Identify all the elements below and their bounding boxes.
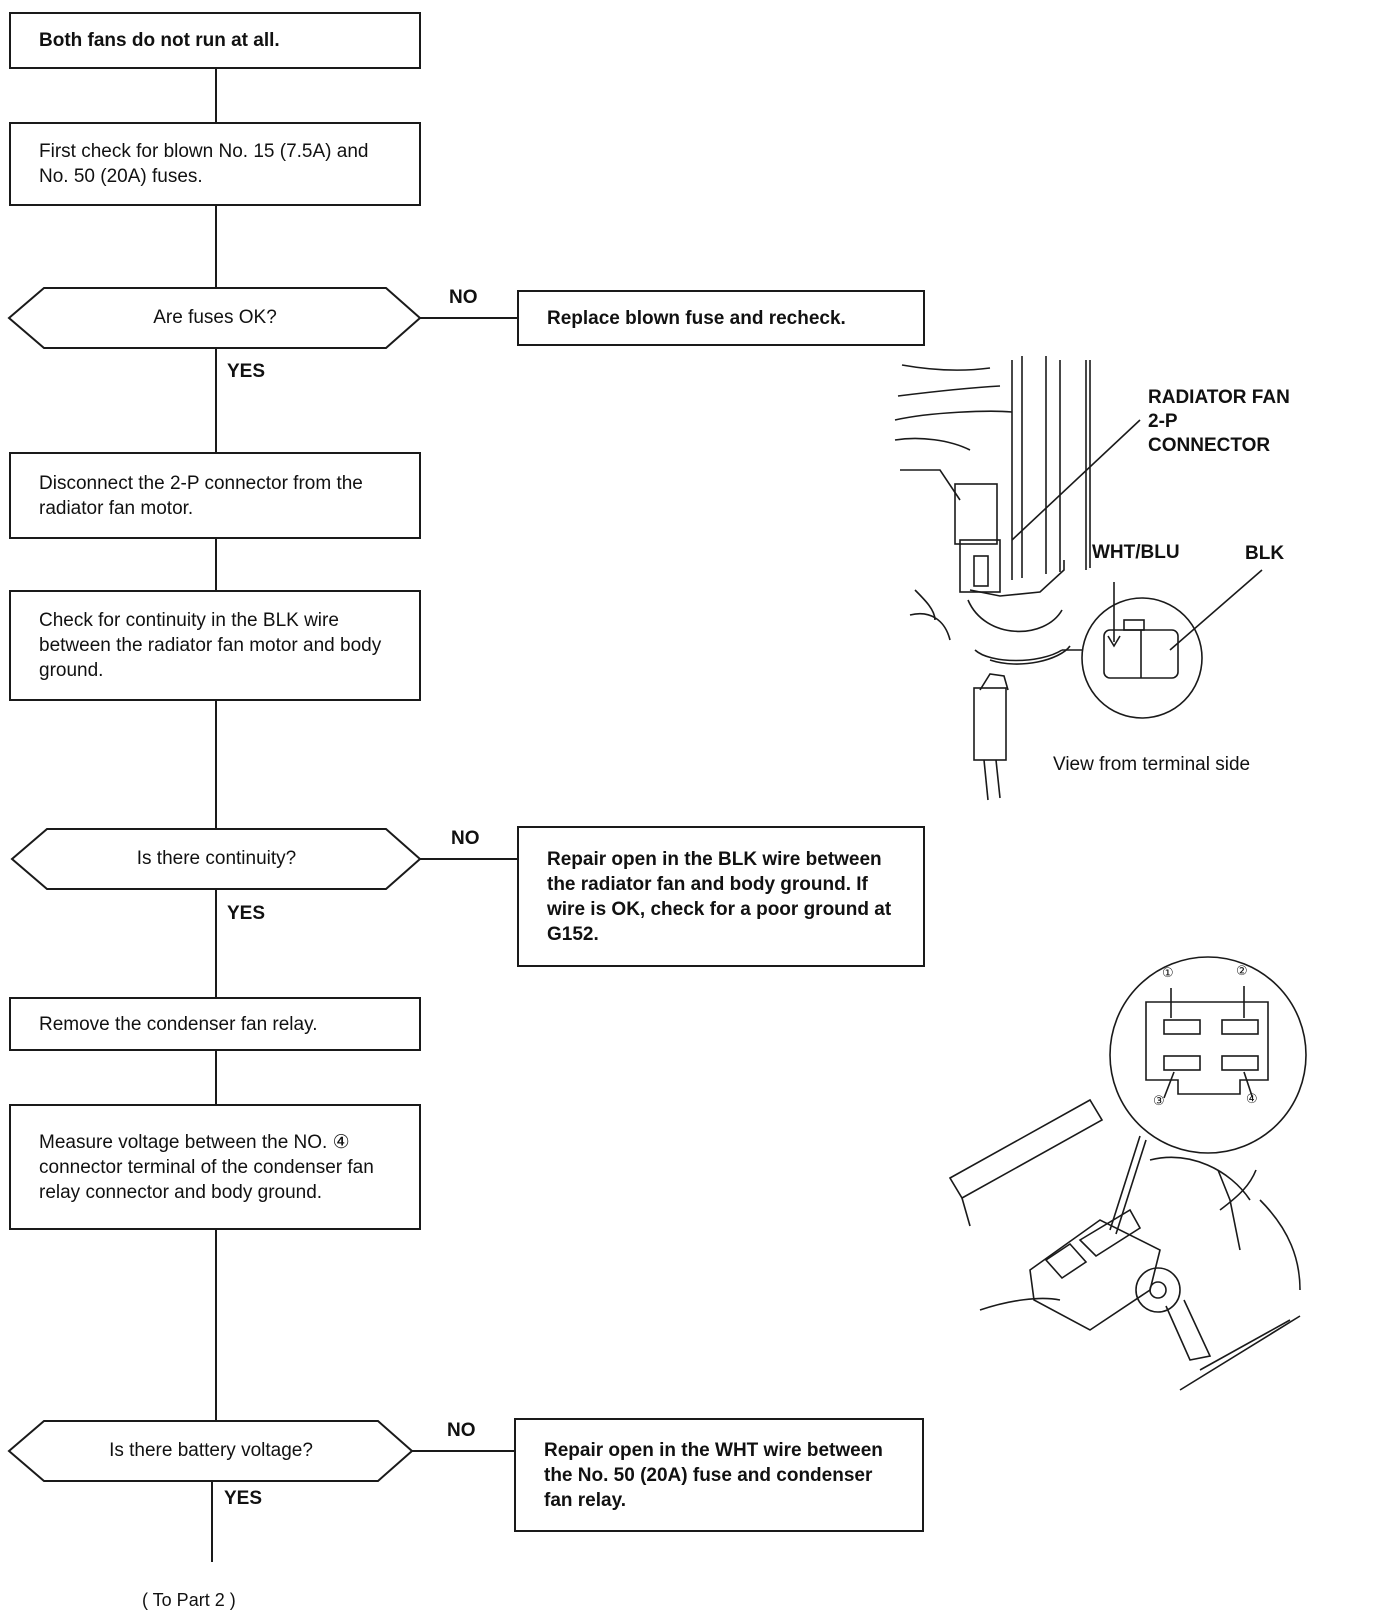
decision-diamond-voltage [7, 1420, 414, 1482]
radiator-fan-connector-callout: RADIATOR FAN 2-P CONNECTOR [1148, 387, 1290, 456]
wire-label-blk: BLK [1245, 543, 1285, 564]
relay-terminal-4-label: ④ [1246, 1092, 1258, 1107]
radiator-fan-connector-illustration [894, 356, 1263, 801]
box-replace-blown-fuse: Replace blown fuse and recheck. [517, 290, 925, 346]
decision-text-fuses-ok: Are fuses OK? [153, 307, 277, 328]
box-repair-blk-wire: Repair open in the BLK wire between the … [517, 826, 925, 967]
relay-terminal-2-label: ② [1236, 964, 1248, 979]
footer-to-part-2: ( To Part 2 ) [142, 1590, 236, 1610]
box-text: First check for blown No. 15 (7.5A) and … [39, 141, 369, 187]
box-disconnect-connector: Disconnect the 2-P connector from the ra… [9, 452, 421, 539]
label-yes: YES [227, 361, 266, 382]
terminal-view-caption: View from terminal side [1053, 754, 1251, 775]
label-no: NO [451, 828, 480, 849]
relay-terminal-1-label: ① [1162, 966, 1174, 981]
box-remove-condenser-relay: Remove the condenser fan relay. [9, 997, 421, 1051]
wire-label-wht-blu: WHT/BLU [1092, 542, 1180, 563]
label-no: NO [449, 287, 478, 308]
decision-text-battery-voltage: Is there battery voltage? [109, 1440, 313, 1461]
box-measure-voltage: Measure voltage between the NO. ④ connec… [9, 1104, 421, 1230]
box-text: Measure voltage between the NO. ④ connec… [39, 1131, 374, 1203]
box-text: Remove the condenser fan relay. [39, 1013, 318, 1035]
decision-diamond-continuity [10, 828, 422, 890]
box-text: Repair open in the BLK wire between the … [547, 848, 892, 945]
relay-terminal-3-label: ③ [1153, 1094, 1165, 1109]
label-no: NO [447, 1420, 476, 1441]
decision-text-continuity: Is there continuity? [136, 848, 297, 869]
box-text: Disconnect the 2-P connector from the ra… [39, 472, 363, 519]
label-yes: YES [227, 903, 266, 924]
label-yes: YES [224, 1488, 263, 1509]
box-text: Repair open in the WHT wire between the … [544, 1439, 883, 1511]
box-both-fans-do-not-run: Both fans do not run at all. [9, 12, 421, 69]
box-repair-wht-wire: Repair open in the WHT wire between the … [514, 1418, 924, 1532]
box-text: Check for continuity in the BLK wire bet… [39, 610, 382, 681]
box-text: Replace blown fuse and recheck. [547, 307, 846, 329]
decision-diamond-fuses [7, 287, 422, 349]
box-check-fuses: First check for blown No. 15 (7.5A) and … [9, 122, 421, 206]
box-check-continuity: Check for continuity in the BLK wire bet… [9, 590, 421, 701]
condenser-fan-relay-illustration [948, 956, 1307, 1391]
box-text: Both fans do not run at all. [39, 30, 280, 51]
